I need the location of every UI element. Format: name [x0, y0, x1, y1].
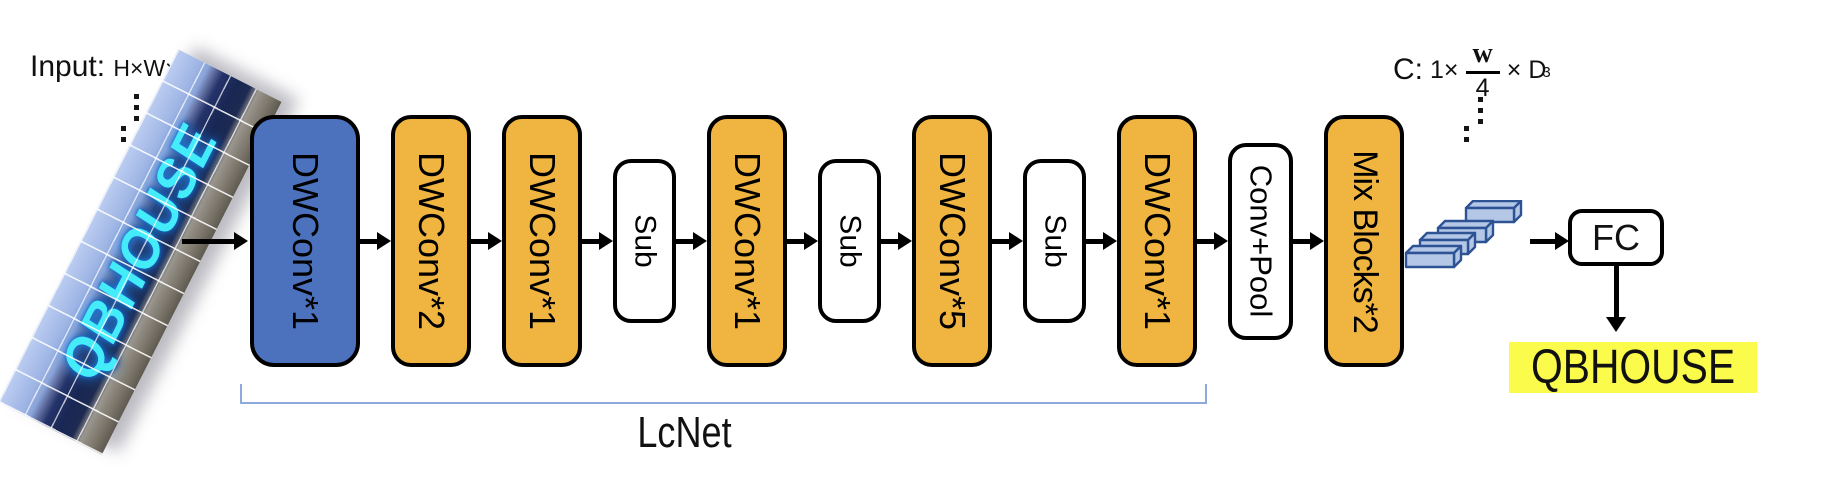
pipeline-block-sub: Sub — [1023, 159, 1086, 323]
recognition-result: QBHOUSE — [1509, 341, 1758, 394]
block-label: Sub — [833, 214, 867, 268]
pipeline-block-dwconv-5: DWConv*5 — [912, 115, 992, 367]
lcnet-label: LcNet — [534, 408, 834, 458]
block-label: Conv+Pool — [1243, 164, 1279, 318]
vertical-ellipsis-icon — [134, 94, 139, 121]
pipeline: DWConv*1 DWConv*2 DWConv*1 Sub DWConv*1 Sub DW… — [250, 115, 1404, 367]
pipeline-block-dwconv-2: DWConv*2 — [391, 115, 471, 367]
pipeline-block-dwconv-1: DWConv*1 — [1117, 115, 1197, 367]
block-label: Mix Blocks*2 — [1345, 149, 1384, 333]
fraction-denominator: 4 — [1475, 73, 1490, 102]
flow-arrow-icon — [360, 231, 391, 251]
fc-block: FC — [1568, 209, 1664, 266]
flow-arrow-icon — [881, 231, 912, 251]
flow-arrow-icon — [1530, 231, 1569, 251]
cuboid — [1464, 200, 1523, 224]
vertical-ellipsis-icon — [1464, 126, 1469, 142]
feature-dim: D 3 — [1528, 56, 1550, 85]
feature-size-label: C: 1× w 4 × D 3 — [1393, 38, 1551, 102]
input-label-prefix: Input: — [30, 50, 106, 83]
pipeline-block-dwconv-1: DWConv*1 — [707, 115, 787, 367]
fraction-bar — [1465, 70, 1500, 74]
pipeline-block-dwconv-1: DWConv*1 — [502, 115, 582, 367]
pipeline-block-dwconv-1: DWConv*1 — [250, 115, 360, 367]
flow-arrow-icon — [1197, 231, 1228, 251]
cuboid — [1404, 244, 1463, 269]
feature-factor: 1× — [1430, 55, 1459, 84]
flow-arrow-icon — [676, 231, 707, 251]
pipeline-block-conv-pool: Conv+Pool — [1228, 142, 1293, 340]
block-label: Sub — [628, 214, 662, 268]
lcnet-label-text: LcNet — [636, 408, 732, 457]
flow-arrow-icon — [471, 231, 502, 251]
flow-arrow-icon — [582, 231, 613, 251]
block-label: DWConv*1 — [522, 151, 563, 331]
flow-arrow-icon — [787, 231, 818, 251]
pipeline-block-mix-blocks-2: Mix Blocks*2 — [1324, 115, 1404, 367]
flow-arrow-icon — [992, 231, 1023, 251]
fraction-numerator: w — [1472, 37, 1493, 69]
flow-arrow-icon — [1293, 231, 1324, 251]
block-label: DWConv*1 — [285, 151, 326, 331]
feature-dim-subscript: 3 — [1542, 63, 1551, 81]
block-label: DWConv*5 — [932, 151, 973, 331]
feature-times: × — [1506, 55, 1522, 84]
pipeline-block-sub: Sub — [818, 159, 881, 323]
block-label: Sub — [1038, 214, 1072, 268]
lcnet-bracket — [240, 384, 1207, 404]
vertical-ellipsis-icon — [1478, 97, 1483, 124]
feature-fraction: w 4 — [1465, 37, 1500, 102]
feature-prefix: C: — [1393, 53, 1423, 86]
block-label: DWConv*1 — [727, 151, 768, 331]
down-arrow-icon — [1605, 266, 1627, 332]
pipeline-block-sub: Sub — [613, 159, 676, 323]
vertical-ellipsis-icon — [121, 126, 126, 142]
feature-dim-letter: D — [1528, 55, 1547, 84]
flow-arrow-icon — [182, 231, 248, 251]
flow-arrow-icon — [1086, 231, 1117, 251]
block-label: DWConv*1 — [1137, 151, 1178, 331]
recognition-result-text: QBHOUSE — [1531, 341, 1736, 394]
block-label: DWConv*2 — [411, 151, 452, 331]
feature-slices-icon — [1404, 200, 1523, 269]
fc-label: FC — [1592, 216, 1640, 258]
